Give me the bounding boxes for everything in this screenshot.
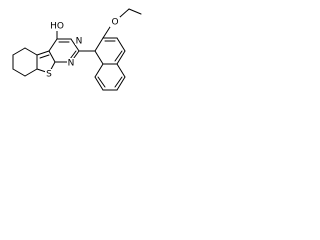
sulfur-label: S [46, 70, 52, 80]
atom-label-nitrogen-top: N [75, 36, 83, 47]
nitrogen-label-bottom: N [68, 59, 75, 69]
chemical-structure-diagram: HO N N S O [12, 8, 142, 91]
hydroxyl-label: HO [50, 22, 64, 32]
ethoxy-group [102, 8, 142, 39]
atom-label-hydroxyl: HO [48, 21, 66, 32]
nitrogen-label-top: N [76, 37, 83, 47]
atom-label-oxygen: O [110, 17, 120, 28]
atom-label-sulfur: S [45, 69, 53, 80]
atom-label-nitrogen-bottom: N [67, 58, 75, 69]
naphthalene-ring [94, 37, 126, 91]
oxygen-label: O [111, 18, 118, 28]
cyclohexane-ring [12, 47, 38, 77]
